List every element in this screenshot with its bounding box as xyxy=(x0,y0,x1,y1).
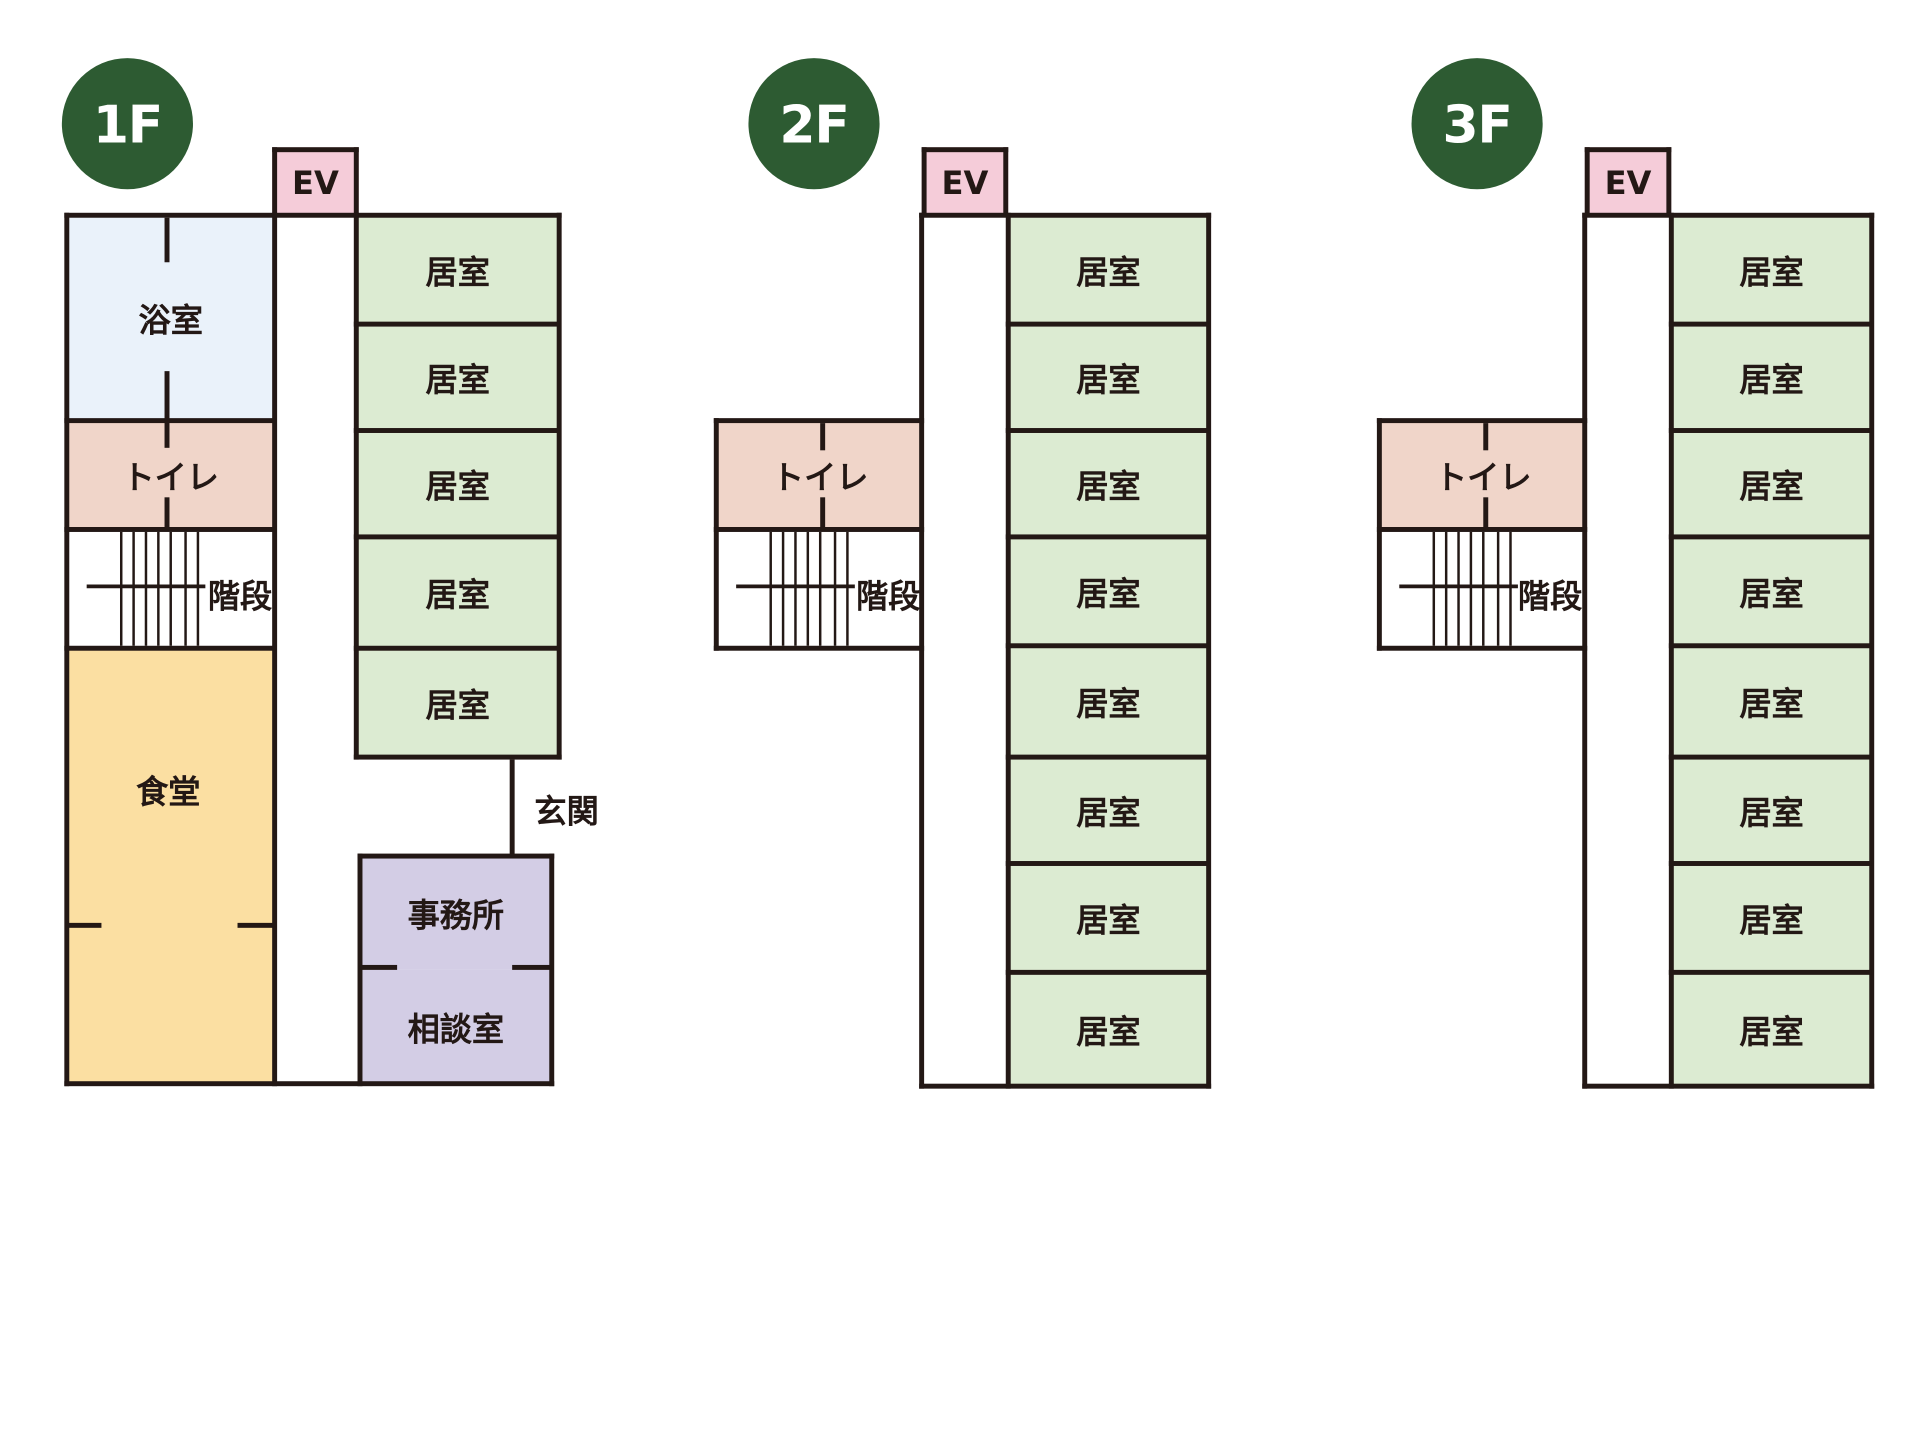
stairs-icon xyxy=(86,531,206,646)
floor-badge-2f: 2F xyxy=(748,58,880,190)
living-room-3f-8: 居室 xyxy=(1671,972,1872,1087)
living-room-2f-1: 居室 xyxy=(1008,215,1209,325)
ev-1f: EV xyxy=(272,147,359,216)
living-room-3f-3: 居室 xyxy=(1671,430,1872,537)
stairs-icon xyxy=(736,531,855,646)
living-room-2f-8: 居室 xyxy=(1008,972,1209,1087)
living-room-3f-4: 居室 xyxy=(1671,536,1872,646)
stairs-label-1f: 階段 xyxy=(205,571,275,618)
living-room-1f-2: 居室 xyxy=(356,324,560,431)
stairs-label-3f: 階段 xyxy=(1515,571,1585,618)
living-room-2f-2: 居室 xyxy=(1008,324,1209,431)
living-room-1f-5: 居室 xyxy=(356,648,560,758)
living-room-2f-5: 居室 xyxy=(1008,645,1209,758)
living-room-3f-5: 居室 xyxy=(1671,645,1872,758)
consultation-room-1f: 相談室 xyxy=(359,969,552,1084)
living-room-2f-3: 居室 xyxy=(1008,430,1209,537)
floor-badge-3f: 3F xyxy=(1411,58,1543,190)
toilet-3f: トイレ xyxy=(1379,420,1588,530)
living-room-1f-3: 居室 xyxy=(356,430,560,537)
living-room-1f-1: 居室 xyxy=(356,215,560,325)
stairs-label-2f: 階段 xyxy=(853,571,923,618)
living-room-3f-6: 居室 xyxy=(1671,757,1872,864)
office-1f: 事務所 xyxy=(359,856,552,970)
living-room-3f-1: 居室 xyxy=(1671,215,1872,325)
ev-3f: EV xyxy=(1584,147,1672,216)
living-room-2f-4: 居室 xyxy=(1008,536,1209,646)
bath-room-1f: 浴室 xyxy=(66,215,275,421)
floor-badge-1f: 1F xyxy=(61,58,193,190)
toilet-2f: トイレ xyxy=(716,420,925,530)
living-room-3f-2: 居室 xyxy=(1671,324,1872,431)
toilet-1f: トイレ xyxy=(66,420,275,530)
living-room-1f-4: 居室 xyxy=(356,536,560,649)
dining-hall-1f xyxy=(66,648,275,1084)
living-room-3f-7: 居室 xyxy=(1671,863,1872,973)
entrance-label-1f: 玄関 xyxy=(534,794,599,832)
dining-label-1f: 食堂 xyxy=(136,774,201,812)
ev-2f: EV xyxy=(921,147,1009,216)
living-room-2f-6: 居室 xyxy=(1008,757,1209,864)
living-room-2f-7: 居室 xyxy=(1008,863,1209,973)
stairs-icon xyxy=(1399,531,1518,646)
